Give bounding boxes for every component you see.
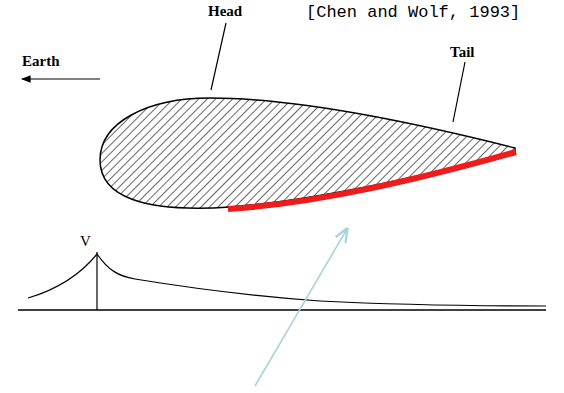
red-boundary <box>228 152 516 209</box>
head-leader <box>211 23 226 90</box>
potential-curve <box>28 254 546 306</box>
tail-leader <box>453 62 465 122</box>
axis-label: V <box>80 233 91 250</box>
earth-arrow <box>22 78 100 79</box>
pointer-arrow <box>255 229 347 386</box>
peak-marker <box>96 252 97 310</box>
part-name: Head <box>208 3 242 20</box>
hatched-region <box>100 98 515 208</box>
part-name: Tail <box>450 44 474 61</box>
direction-label: Earth <box>22 53 60 70</box>
citation: [Chen and Wolf, 1993] <box>306 4 520 23</box>
